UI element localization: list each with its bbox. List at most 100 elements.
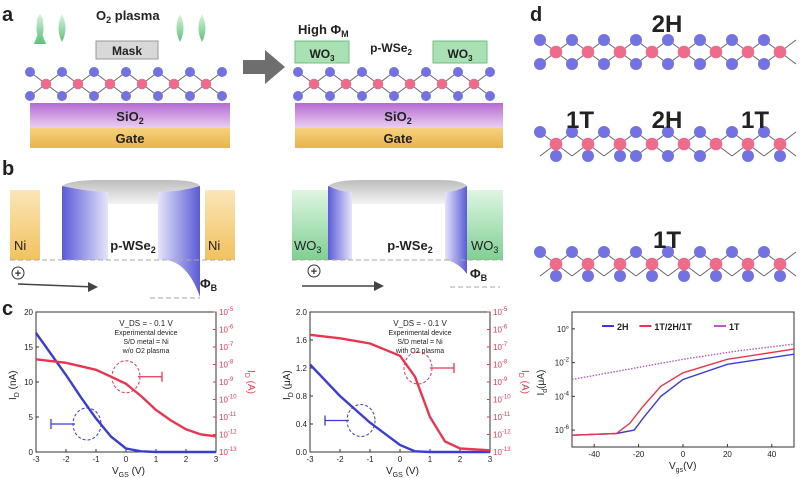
metal-atom	[613, 137, 627, 151]
lattice-1t	[534, 246, 797, 282]
wo3-label-left: WO3	[309, 47, 335, 63]
label-2h-mid: 2H	[652, 107, 683, 134]
chalcogen-atom	[389, 67, 399, 77]
x-tick-label: -1	[366, 455, 374, 464]
tick-label: 10-7	[219, 342, 234, 352]
metal-atom	[104, 78, 116, 90]
metal-atom	[40, 78, 52, 90]
chalcogen-atom	[630, 246, 642, 258]
panel-label-c: c	[2, 298, 14, 320]
metal-atom	[468, 78, 480, 90]
chalcogen-atom	[566, 246, 578, 258]
panel-label-a: a	[2, 4, 14, 26]
metal-atom	[709, 45, 723, 59]
wo3-block-left	[294, 40, 350, 64]
x-tick-label: -2	[336, 455, 344, 464]
x-tick-label: 1	[154, 455, 159, 464]
tick-label: 10-12	[493, 430, 511, 440]
tick-label: 10-9	[219, 377, 234, 387]
chalcogen-atom	[630, 58, 642, 70]
chalcogen-atom	[694, 126, 706, 138]
metal-atom	[773, 45, 787, 59]
chalcogen-atom	[774, 150, 786, 162]
high-phi-label: High ΦM	[298, 22, 349, 39]
band-bend-left	[328, 186, 352, 260]
barrier-label-right: ΦB	[470, 266, 488, 283]
chalcogen-atom	[758, 34, 770, 46]
chalcogen-atom	[582, 270, 594, 282]
tick-label: 10-5	[219, 307, 234, 317]
x-tick-label: 0	[398, 455, 403, 464]
chalcogen-atom	[566, 34, 578, 46]
chalcogen-atom	[25, 67, 35, 77]
legend-label: 1T/2H/1T	[654, 322, 692, 332]
label-1t-right: 1T	[741, 107, 769, 134]
panel-label-d: d	[530, 4, 543, 26]
chalcogen-atom	[153, 91, 163, 101]
metal-atom	[549, 257, 563, 271]
chalcogen-atom	[550, 270, 562, 282]
metal-atom	[773, 137, 787, 151]
y-tick-label: 0.4	[296, 420, 308, 429]
chalcogen-atom	[534, 34, 546, 46]
device-left	[25, 14, 230, 148]
tick-label: 10-11	[219, 412, 237, 422]
legend-line: V_DS = - 0.1 V	[119, 319, 173, 328]
x-tick-label: 3	[214, 455, 219, 464]
panel-a-schematic: O2 plasma Mask SiO2 Gate High ΦM WO3 p-W…	[25, 8, 503, 148]
metal-atom	[436, 78, 448, 90]
chalcogen-atom	[726, 58, 738, 70]
chalcogen-atom	[293, 91, 303, 101]
legend-line: S/D metal = Ni	[397, 339, 443, 346]
metal-atom	[645, 45, 659, 59]
metal-atom	[677, 45, 691, 59]
x-tick-label: -3	[306, 455, 314, 464]
plasma-droplet-icon	[198, 14, 206, 42]
metal-atom	[136, 78, 148, 90]
chalcogen-atom	[485, 91, 495, 101]
gate-layer	[295, 128, 503, 148]
sio2-layer	[295, 103, 503, 128]
x-tick-label: -20	[633, 450, 645, 459]
wse2-lattice	[293, 67, 495, 101]
tick-label: 10-10	[493, 395, 511, 405]
series-id-log	[35, 358, 217, 438]
tick-label: 10-4	[555, 391, 570, 401]
chalcogen-atom	[550, 150, 562, 162]
wo3-block-right	[432, 40, 488, 64]
chalcogen-atom	[421, 91, 431, 101]
series-2h	[571, 353, 795, 436]
tick-label: 10-11	[493, 412, 511, 422]
metal-atom	[404, 78, 416, 90]
metal-atom	[168, 78, 180, 90]
chalcogen-atom	[662, 34, 674, 46]
metal-atom	[200, 78, 212, 90]
legend-line: S/D metal = Ni	[123, 339, 169, 346]
y-tick-label: 15	[24, 343, 33, 352]
ni-label-left: Ni	[14, 238, 26, 253]
chalcogen-atom	[662, 126, 674, 138]
chalcogen-atom	[710, 270, 722, 282]
chalcogen-atom	[614, 150, 626, 162]
metal-atom	[372, 78, 384, 90]
legend-line: with O2 plasma	[395, 348, 444, 355]
metal-atom	[581, 257, 595, 271]
series-id-linear	[309, 363, 490, 454]
x-tick-label: 2	[458, 455, 463, 464]
ni-contact-left	[10, 190, 40, 260]
chalcogen-atom	[534, 246, 546, 258]
y-tick-label: 1.2	[296, 364, 308, 373]
chalcogen-atom	[153, 67, 163, 77]
chalcogen-atom	[325, 67, 335, 77]
x-tick-label: -2	[62, 455, 70, 464]
chalcogen-atom	[293, 67, 303, 77]
legend-line: Experimental device	[388, 330, 451, 337]
chalcogen-atom	[694, 246, 706, 258]
channel-label-left: p-WSe2	[110, 238, 155, 255]
chalcogen-atom	[758, 58, 770, 70]
y-tick-label: 0	[29, 448, 34, 457]
channel-label: p-WSe2	[370, 41, 412, 57]
hole-label: +	[311, 266, 317, 278]
